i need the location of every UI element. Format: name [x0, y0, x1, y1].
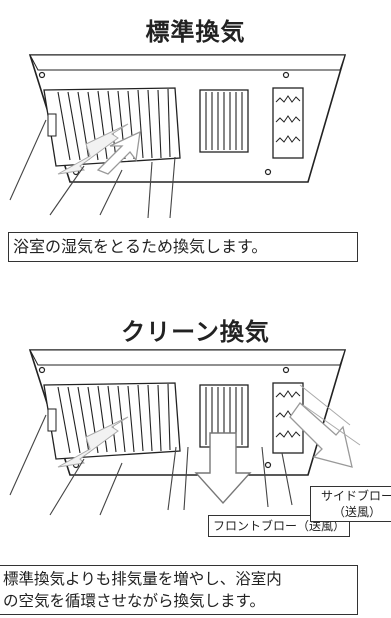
clean-ventilation-illustration [9, 349, 361, 516]
side-blow-label-line1: サイドブロー [320, 489, 391, 503]
side-blow-label: サイドブロー （送風） [310, 486, 391, 522]
clean-caption-line1: 標準換気よりも排気量を増やし、浴室内 [3, 570, 282, 588]
section-title-clean: クリーン換気 [121, 318, 270, 346]
standard-caption: 浴室の湿気をとるため換気します。 [8, 232, 358, 262]
side-blow-label-line2: （送風） [332, 505, 381, 519]
section-title-standard: 標準換気 [145, 18, 246, 46]
clean-caption: 標準換気よりも排気量を増やし、浴室内 の空気を循環させながら換気します。 [0, 565, 358, 615]
clean-caption-line2: の空気を循環させながら換気します。 [3, 592, 265, 610]
standard-ventilation-illustration [9, 54, 347, 219]
